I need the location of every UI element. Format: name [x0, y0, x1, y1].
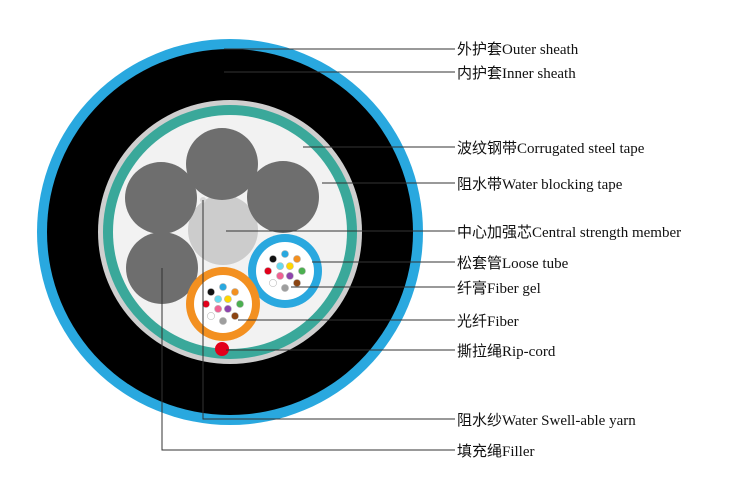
blue-tube-fiber-12 [276, 262, 284, 270]
label-filler: 填充绳Filler [457, 443, 535, 460]
blue-tube-fiber-8 [269, 255, 277, 263]
label-corrugated-steel-tape: 波纹钢带Corrugated steel tape [457, 140, 645, 157]
leader-filler [161, 268, 455, 451]
label-outer-sheath: 外护套Outer sheath [457, 41, 579, 58]
orange-tube-fiber-9 [223, 295, 232, 303]
blue-tube-fiber-4 [293, 279, 301, 287]
label-loose-tube: 松套管Loose tube [457, 255, 569, 272]
blue-tube-fiber-3 [298, 267, 306, 275]
orange-tube-fiber-2 [231, 288, 239, 296]
orange-tube-fiber-10 [223, 304, 232, 313]
blue-tube-fiber-5 [281, 284, 289, 292]
fiber-bundle-blue [264, 250, 306, 292]
filler-top [186, 128, 258, 200]
orange-tube-fiber-11 [214, 304, 222, 313]
central-strength-member [188, 195, 258, 265]
filler-left-top [125, 162, 197, 234]
orange-tube-fiber-4 [231, 312, 239, 320]
label-central-strength-member: 中心加强芯Central strength member [457, 224, 681, 241]
blue-tube-fiber-7 [264, 267, 272, 275]
orange-tube-fiber-5 [219, 317, 227, 325]
labels: 外护套Outer sheath 内护套Inner sheath 波纹钢带Corr… [457, 41, 681, 460]
rip-cord [215, 342, 229, 356]
label-inner-sheath: 内护套Inner sheath [457, 65, 576, 82]
filler-right-top [247, 161, 319, 233]
orange-tube-fiber-3 [236, 300, 244, 308]
orange-tube-fiber-8 [207, 288, 215, 296]
label-water-blocking-tape: 阻水带Water blocking tape [457, 176, 623, 193]
orange-tube-fiber-12 [214, 295, 222, 303]
fiber-bundle-orange [202, 283, 244, 325]
orange-tube-fiber-6 [207, 312, 215, 320]
orange-tube-fiber-1 [219, 283, 227, 291]
label-water-swellable-yarn: 阻水纱Water Swell-able yarn [457, 412, 636, 429]
label-fiber: 光纤Fiber [457, 313, 519, 330]
label-rip-cord: 撕拉绳Rip-cord [457, 343, 556, 360]
blue-tube-fiber-9 [285, 262, 294, 270]
orange-tube-fiber-7 [202, 300, 210, 308]
blue-tube-fiber-11 [276, 271, 284, 280]
leader-lines [161, 48, 455, 451]
label-fiber-gel: 纤膏Fiber gel [457, 280, 541, 297]
blue-tube-fiber-10 [285, 271, 294, 280]
blue-tube-fiber-1 [281, 250, 289, 258]
blue-tube-fiber-2 [293, 255, 301, 263]
blue-tube-fiber-6 [269, 279, 277, 287]
leader-water-swellable-yarn [202, 200, 455, 420]
